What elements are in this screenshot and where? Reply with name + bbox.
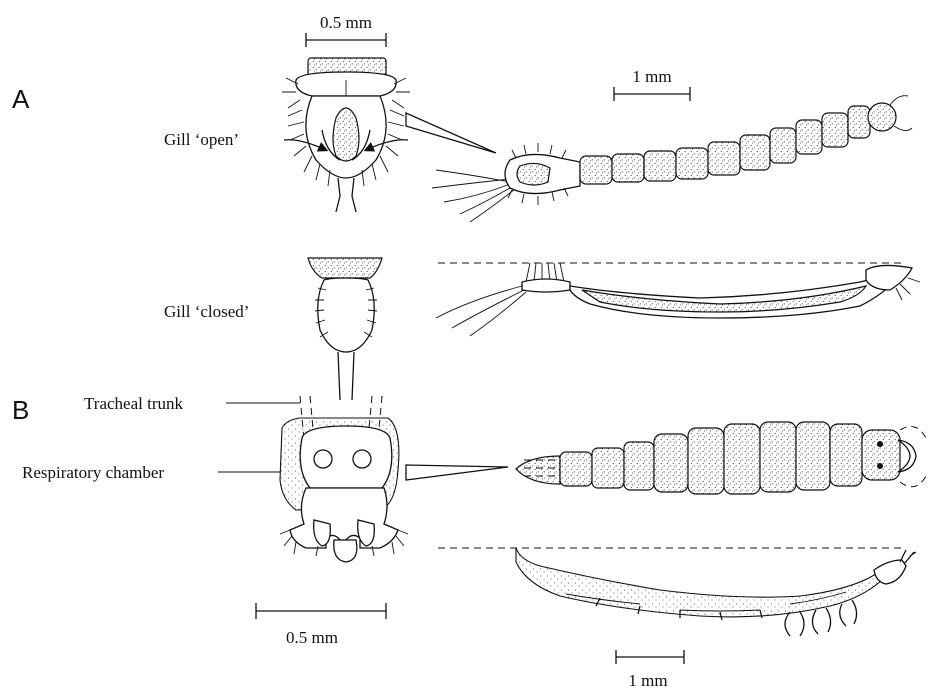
scale-bar-a-detail: 0.5 mm [306,13,386,47]
scale-label-b-detail: 0.5 mm [286,628,338,647]
larva-b-lateral-drawing [438,548,916,636]
gill-open-drawing [282,58,410,212]
larva-a-lateral-drawing [436,263,920,336]
scale-bar-b-larva: 1 mm [616,650,684,690]
scale-label-a-detail: 0.5 mm [320,13,372,32]
gill-closed-drawing [308,258,382,400]
scale-label-b-larva: 1 mm [628,671,667,690]
scale-bar-b-detail: 0.5 mm [256,603,386,647]
respiratory-chamber-drawing [280,396,408,562]
label-gill-open: Gill ‘open’ [164,130,239,149]
pointer-wedge-a [406,113,496,153]
larva-a-dorsal-drawing [432,96,912,222]
label-gill-closed: Gill ‘closed’ [164,302,249,321]
pointer-wedge-b [406,465,508,480]
label-respiratory-chamber: Respiratory chamber [22,463,164,482]
panel-letter-b: B [12,395,29,425]
scale-label-a-larva: 1 mm [632,67,671,86]
label-tracheal-trunk: Tracheal trunk [84,394,183,413]
scale-bar-a-larva: 1 mm [614,67,690,101]
panel-letter-a: A [12,84,30,114]
larva-b-dorsal-drawing [516,422,926,494]
